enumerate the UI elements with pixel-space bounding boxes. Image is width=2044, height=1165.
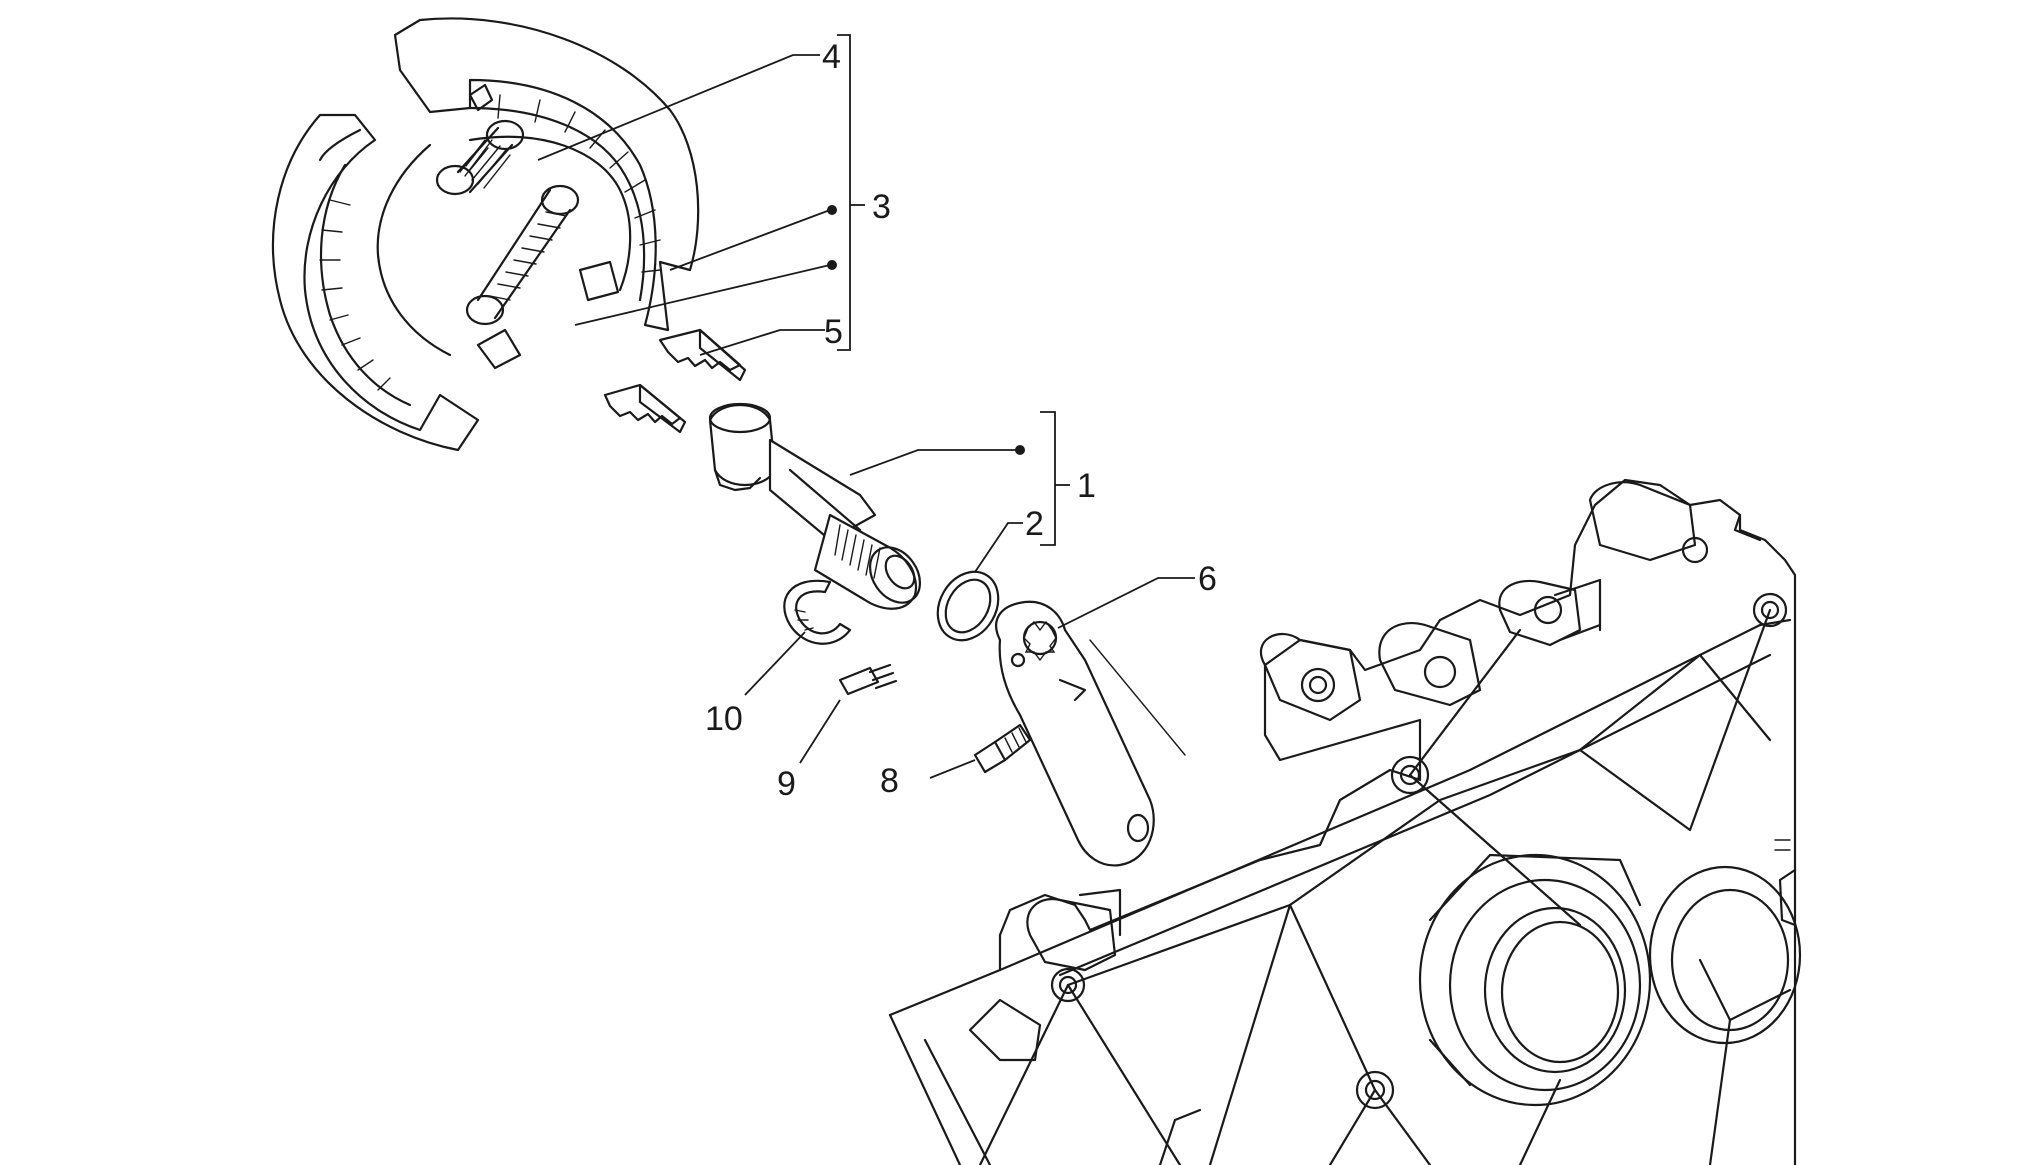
callout-4: 4: [822, 38, 841, 76]
callout-3: 3: [872, 188, 891, 226]
brake-spring-upper: [435, 119, 525, 196]
brake-camshaft: [708, 402, 922, 610]
clip-lower: [603, 383, 687, 434]
washer: [936, 570, 1000, 642]
callout-1: 1: [1077, 467, 1096, 505]
bearing-housing-small: [1648, 865, 1802, 1045]
brake-lever: [995, 600, 1186, 867]
callout-9: 9: [777, 765, 796, 803]
brake-shoe-assembly: [271, 17, 700, 452]
callout-8: 8: [880, 762, 899, 800]
callout-2: 2: [1025, 505, 1044, 543]
engine-crankcase: [888, 478, 1802, 1165]
screw-9: [838, 663, 898, 696]
callout-6: 6: [1198, 560, 1217, 598]
case-boss-row: [1259, 481, 1788, 795]
callout-labels: 4 3 5 1 2 6 10 9 8: [705, 38, 1217, 803]
callout-5: 5: [824, 313, 843, 351]
clip-upper: [658, 328, 747, 382]
circlip: [783, 579, 852, 645]
leader-lines: [537, 34, 1195, 779]
bearing-housing-large: [1418, 853, 1652, 1107]
brake-spring-lower: [465, 184, 580, 326]
bolt-8: [973, 723, 1032, 774]
callout-10: 10: [705, 700, 743, 738]
